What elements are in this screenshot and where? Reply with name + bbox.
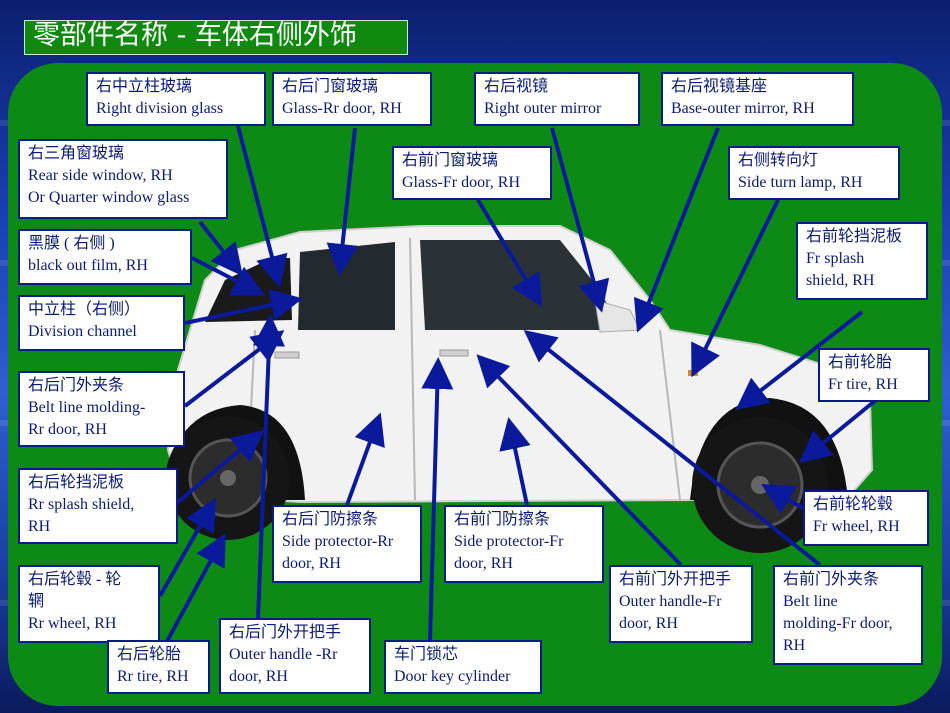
label-en: Side turn lamp, RH <box>738 174 863 191</box>
label-en: shield, RH <box>806 272 875 289</box>
label-en: Rr door, RH <box>28 421 107 438</box>
label-quarter-window: 右三角窗玻璃 Rear side window, RH Or Quarter w… <box>18 139 228 219</box>
label-cn: 右前轮挡泥板 <box>806 228 903 245</box>
label-cn: 右前门防擦条 <box>454 511 551 528</box>
label-en: Outer handle-Fr <box>619 593 722 610</box>
page-title: 零部件名称 - 车体右侧外饰 <box>24 20 408 55</box>
label-cn: 右前轮轮毂 <box>813 496 894 513</box>
label-en: Rr wheel, RH <box>28 615 117 632</box>
label-rr-splash-shield: 右后轮挡泥板 Rr splash shield, RH <box>18 468 178 544</box>
label-right-division-glass: 右中立柱玻璃 Right division glass <box>86 72 266 126</box>
label-cn: 右三角窗玻璃 <box>28 145 125 162</box>
label-en: Glass-Fr door, RH <box>402 174 521 191</box>
label-en: molding-Fr door, <box>783 615 893 632</box>
label-cn: 右侧转向灯 <box>738 152 819 169</box>
label-en: Base-outer mirror, RH <box>671 100 815 117</box>
label-fr-belt-molding: 右前门外夹条 Belt line molding-Fr door, RH <box>773 565 923 665</box>
label-en: Side protector-Rr <box>282 533 394 550</box>
label-en: Side protector-Fr <box>454 533 564 550</box>
label-en: Fr wheel, RH <box>813 518 900 535</box>
label-cn: 右后门防擦条 <box>282 511 379 528</box>
label-cn: 右后门外开把手 <box>229 624 342 641</box>
label-rr-outer-handle: 右后门外开把手 Outer handle -Rr door, RH <box>219 618 371 694</box>
label-en: door, RH <box>619 615 678 632</box>
label-cn: 中立柱（右侧） <box>28 301 141 318</box>
label-cn: 右前门窗玻璃 <box>402 152 499 169</box>
label-en: Rr tire, RH <box>117 668 189 685</box>
label-en: Or Quarter window glass <box>28 189 190 206</box>
label-cn: 右后门窗玻璃 <box>282 78 379 95</box>
label-en: Glass-Rr door, RH <box>282 100 402 117</box>
label-en: Right outer mirror <box>484 100 602 117</box>
label-en: Fr tire, RH <box>828 376 898 393</box>
label-en: Door key cylinder <box>394 668 511 685</box>
label-fr-side-protector: 右前门防擦条 Side protector-Fr door, RH <box>444 505 604 583</box>
label-cn: 右后轮挡泥板 <box>28 474 125 491</box>
label-side-turn-lamp: 右侧转向灯 Side turn lamp, RH <box>728 146 900 200</box>
label-en: door, RH <box>282 555 341 572</box>
label-mirror-base: 右后视镜基座 Base-outer mirror, RH <box>661 72 854 126</box>
label-cn: 右前轮胎 <box>828 354 893 371</box>
label-cn: 右前门外夹条 <box>783 571 880 588</box>
label-cn: 右后轮胎 <box>117 646 182 663</box>
label-en: Rr splash shield, <box>28 496 135 513</box>
label-cn: 右后门外夹条 <box>28 377 125 394</box>
label-en: Rear side window, RH <box>28 167 173 184</box>
label-rr-side-protector: 右后门防擦条 Side protector-Rr door, RH <box>272 505 422 583</box>
label-fr-wheel: 右前轮轮毂 Fr wheel, RH <box>803 490 929 546</box>
label-right-outer-mirror: 右后视镜 Right outer mirror <box>474 72 640 126</box>
label-rr-tire: 右后轮胎 Rr tire, RH <box>107 640 210 694</box>
label-en: Outer handle -Rr <box>229 646 338 663</box>
label-en: black out film, RH <box>28 257 148 274</box>
turn-lamp-shape <box>688 370 698 376</box>
label-cn: 右中立柱玻璃 <box>96 78 193 95</box>
label-cn: 车门锁芯 <box>394 646 459 663</box>
label-fr-tire: 右前轮胎 Fr tire, RH <box>818 348 930 402</box>
label-en: RH <box>783 637 806 654</box>
label-cn: 右前门外开把手 <box>619 571 732 588</box>
label-cn: 黑膜 ( 右侧 ) <box>28 235 115 252</box>
label-cn: 辋 <box>28 593 45 610</box>
label-rr-wheel: 右后轮毂 - 轮 辋 Rr wheel, RH <box>18 565 160 643</box>
label-en: door, RH <box>229 668 288 685</box>
label-division-channel: 中立柱（右侧） Division channel <box>18 295 185 351</box>
label-black-out-film: 黑膜 ( 右侧 ) black out film, RH <box>18 229 192 285</box>
label-en: Fr splash <box>806 250 865 267</box>
label-rr-door-glass: 右后门窗玻璃 Glass-Rr door, RH <box>272 72 432 126</box>
label-cn: 右后轮毂 - 轮 <box>28 571 122 588</box>
label-en: Division channel <box>28 323 137 340</box>
label-cn: 右后视镜基座 <box>671 78 768 95</box>
label-fr-door-glass: 右前门窗玻璃 Glass-Fr door, RH <box>392 146 552 200</box>
label-cn: 右后视镜 <box>484 78 549 95</box>
label-en: Belt line molding- <box>28 399 146 416</box>
rr-door-window-shape <box>298 242 395 330</box>
label-en: door, RH <box>454 555 513 572</box>
label-en: Belt line <box>783 593 838 610</box>
label-rr-belt-molding: 右后门外夹条 Belt line molding- Rr door, RH <box>18 371 185 447</box>
label-en: RH <box>28 518 51 535</box>
label-fr-splash-shield: 右前轮挡泥板 Fr splash shield, RH <box>796 222 928 300</box>
label-door-key-cylinder: 车门锁芯 Door key cylinder <box>384 640 542 694</box>
label-en: Right division glass <box>96 100 224 117</box>
label-fr-outer-handle: 右前门外开把手 Outer handle-Fr door, RH <box>609 565 753 643</box>
